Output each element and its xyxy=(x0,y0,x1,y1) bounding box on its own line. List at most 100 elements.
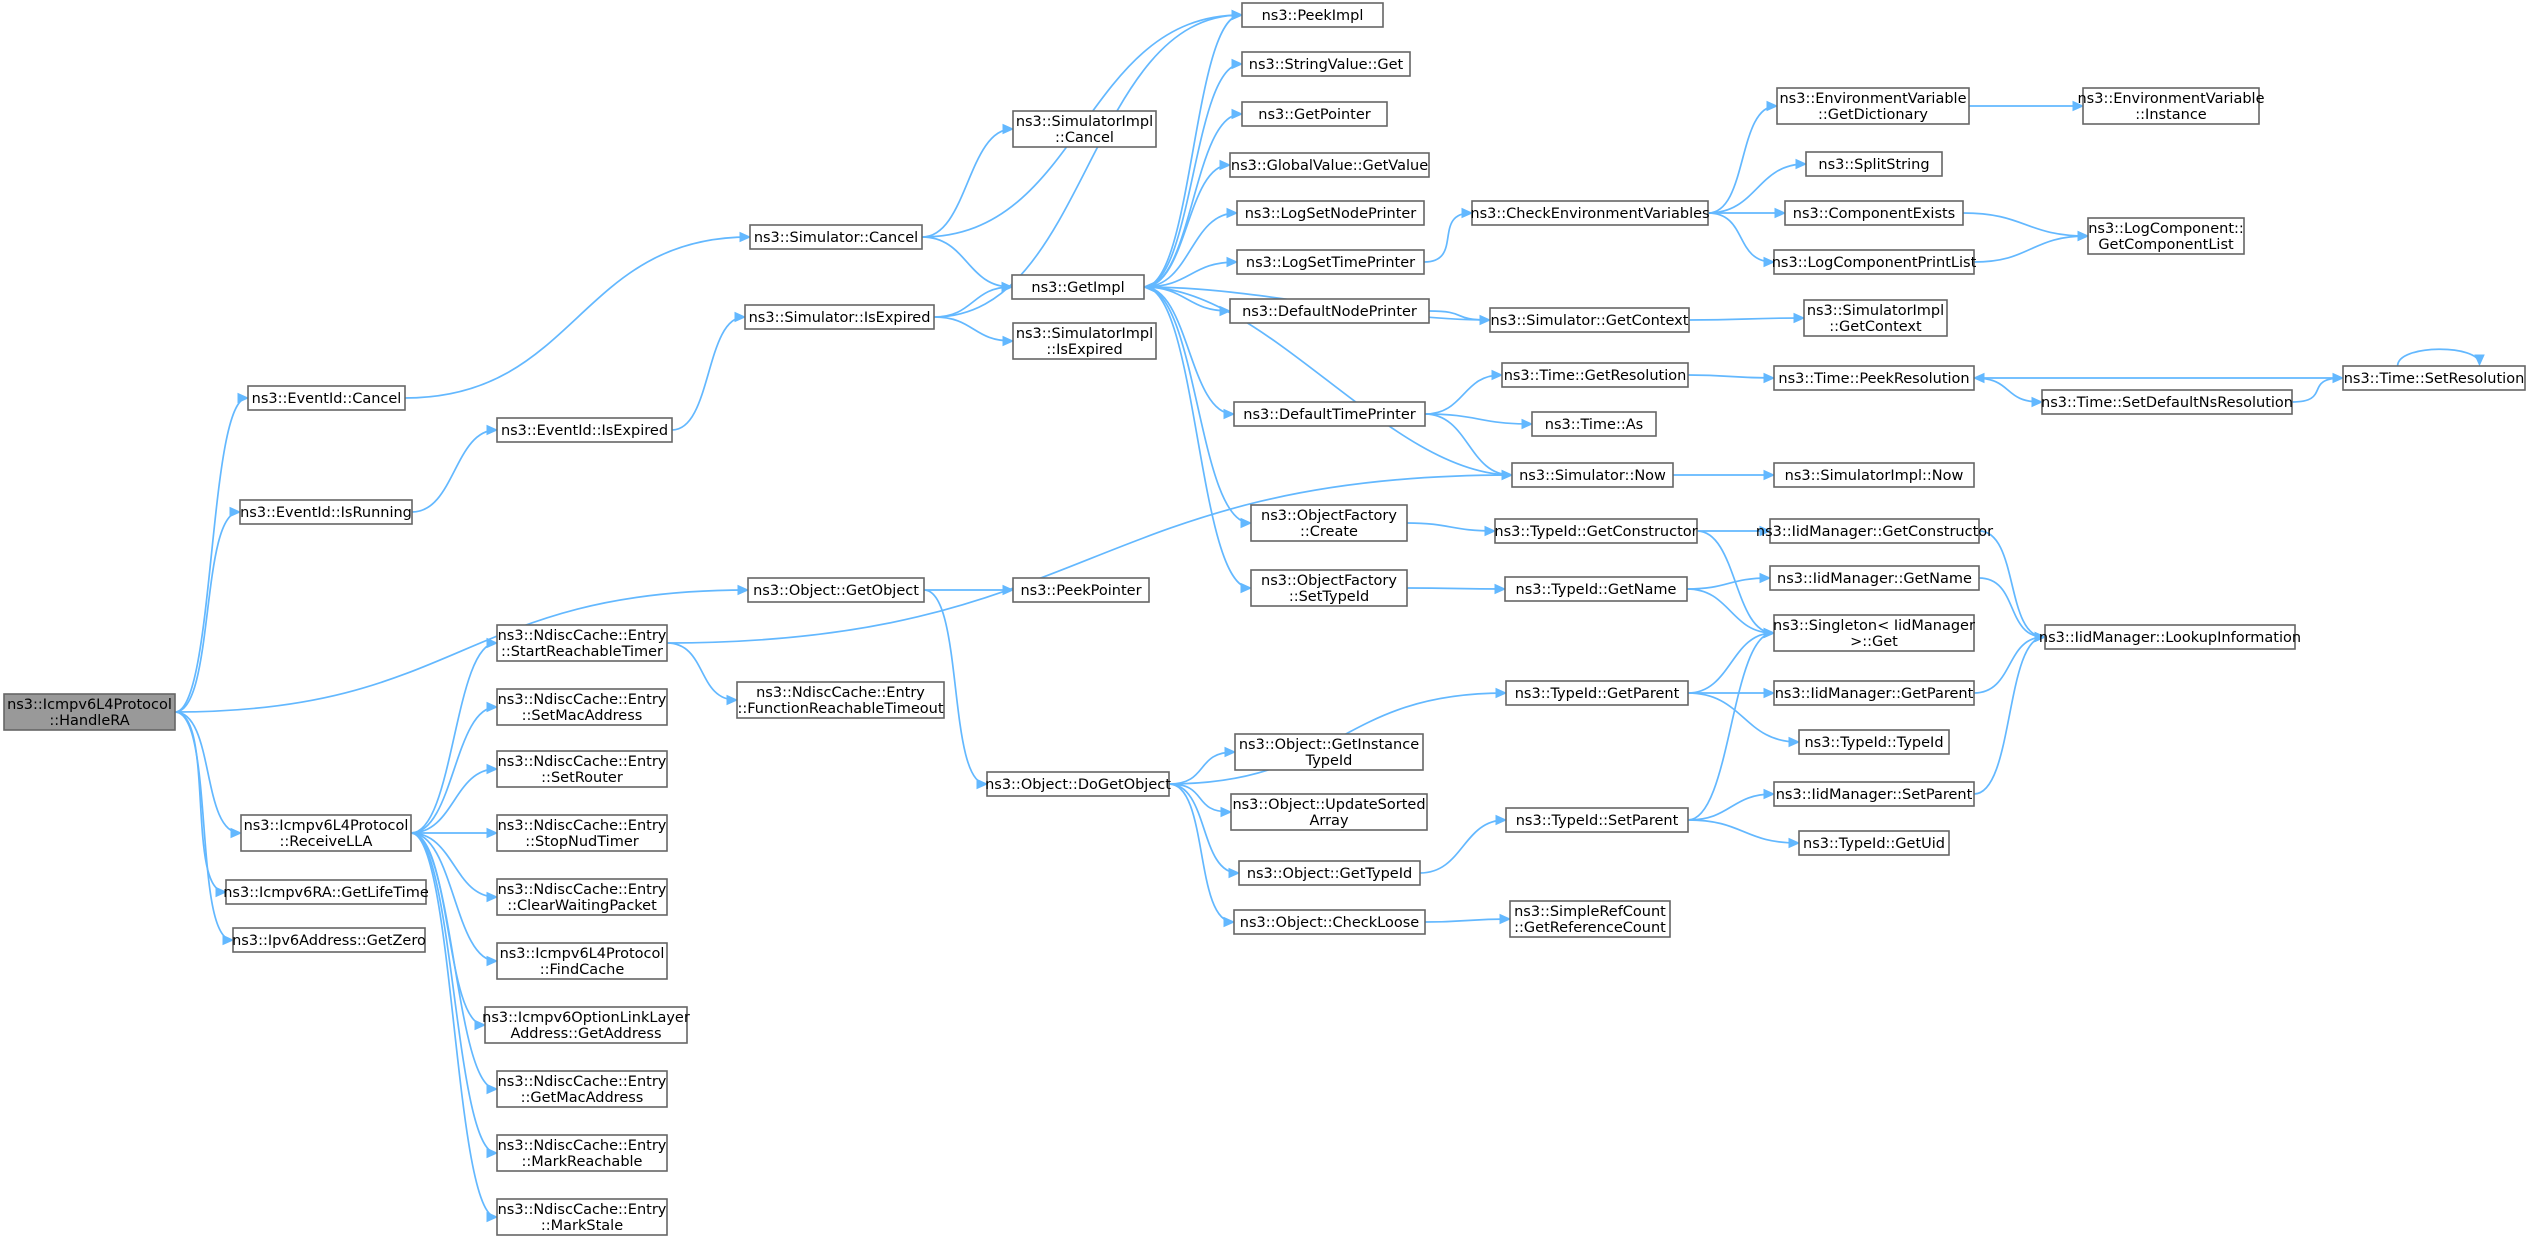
node-envdict[interactable]: ns3::EnvironmentVariable::GetDictionary xyxy=(1776,87,1970,125)
node-objf_settype[interactable]: ns3::ObjectFactory::SetTypeId xyxy=(1250,569,1408,607)
node-singleton[interactable]: ns3::Singleton< IidManager>::Get xyxy=(1773,614,1975,652)
node-defnode[interactable]: ns3::DefaultNodePrinter xyxy=(1229,298,1430,324)
node-deftime[interactable]: ns3::DefaultTimePrinter xyxy=(1233,401,1426,427)
node-nd_stopnud[interactable]: ns3::NdiscCache::Entry::StopNudTimer xyxy=(496,814,668,852)
node-simimpl_cancel[interactable]: ns3::SimulatorImpl::Cancel xyxy=(1012,110,1157,148)
node-iid_lookup[interactable]: ns3::IidManager::LookupInformation xyxy=(2039,624,2301,650)
node-obj_checkloose[interactable]: ns3::Object::CheckLoose xyxy=(1233,909,1426,935)
node-ra_getlifetime[interactable]: ns3::Icmpv6RA::GetLifeTime xyxy=(223,879,429,905)
node-simimpl_now[interactable]: ns3::SimulatorImpl::Now xyxy=(1773,462,1975,488)
node-compexists[interactable]: ns3::ComponentExists xyxy=(1784,200,1964,226)
node-ev_cancel[interactable]: ns3::EventId::Cancel xyxy=(247,385,406,411)
node-label: ns3::SimulatorImpl xyxy=(1807,303,1944,319)
edge-iid_getctor-to-iid_lookup xyxy=(1978,530,2045,638)
edge-iid_getparent-to-iid_lookup xyxy=(1973,636,2045,694)
node-label: ns3::NdiscCache::Entry xyxy=(498,628,667,644)
node-simimpl_isexpired[interactable]: ns3::SimulatorImpl::IsExpired xyxy=(1012,322,1157,360)
node-icmp_findcache[interactable]: ns3::Icmpv6L4Protocol::FindCache xyxy=(496,942,668,980)
node-nd_markreach[interactable]: ns3::NdiscCache::Entry::MarkReachable xyxy=(496,1134,668,1172)
node-time_as[interactable]: ns3::Time::As xyxy=(1531,411,1657,437)
node-box xyxy=(496,814,668,852)
edge-getimpl-to-stringvalue xyxy=(1143,63,1242,288)
edges-layer xyxy=(174,9,2485,1223)
node-peekpointer[interactable]: ns3::PeekPointer xyxy=(1012,577,1150,603)
edge-obj_checkloose-to-refcount xyxy=(1424,918,1510,923)
edge-arrowhead xyxy=(1774,207,1787,219)
node-box xyxy=(1238,860,1421,886)
node-box xyxy=(239,499,413,525)
node-obj_dogetobject[interactable]: ns3::Object::DoGetObject xyxy=(985,771,1171,797)
node-box xyxy=(496,1198,668,1236)
node-box xyxy=(247,385,406,411)
edge-arrowhead xyxy=(1240,582,1253,594)
node-logcomplist[interactable]: ns3::LogComponent::GetComponentList xyxy=(2087,217,2245,255)
node-label: ns3::NdiscCache::Entry xyxy=(498,754,667,770)
node-time_peekres[interactable]: ns3::Time::PeekResolution xyxy=(1773,365,1975,391)
node-iid_getparent[interactable]: ns3::IidManager::GetParent xyxy=(1773,680,1975,706)
node-checkenv[interactable]: ns3::CheckEnvironmentVariables xyxy=(1470,200,1710,226)
node-box xyxy=(1233,909,1426,935)
node-box xyxy=(986,771,1170,797)
node-refcount[interactable]: ns3::SimpleRefCount::GetReferenceCount xyxy=(1509,900,1671,938)
node-time_setres[interactable]: ns3::Time::SetResolution xyxy=(2342,365,2526,391)
node-icmp_optlink[interactable]: ns3::Icmpv6OptionLinkLayerAddress::GetAd… xyxy=(482,1006,690,1044)
node-simimpl_getcontext[interactable]: ns3::SimulatorImpl::GetContext xyxy=(1803,299,1948,337)
node-handlera[interactable]: ns3::Icmpv6L4Protocol::HandleRA xyxy=(3,693,176,731)
node-iid_getctor[interactable]: ns3::IidManager::GetConstructor xyxy=(1756,518,1993,544)
node-label: ns3::NdiscCache::Entry xyxy=(498,818,667,834)
node-obj_gettypeid[interactable]: ns3::Object::GetTypeId xyxy=(1238,860,1421,886)
node-label: ns3::IidManager::SetParent xyxy=(1776,787,1973,803)
edge-arrowhead xyxy=(734,311,747,323)
node-box xyxy=(484,1006,688,1044)
edge-icmp_receivella-to-nd_clearwait xyxy=(410,832,497,898)
node-getpointer[interactable]: ns3::GetPointer xyxy=(1241,101,1388,127)
node-time_getres[interactable]: ns3::Time::GetResolution xyxy=(1501,362,1689,388)
node-typeid_getctor[interactable]: ns3::TypeId::GetConstructor xyxy=(1494,518,1698,544)
node-nd_clearwait[interactable]: ns3::NdiscCache::Entry::ClearWaitingPack… xyxy=(496,878,668,916)
node-logtime[interactable]: ns3::LogSetTimePrinter xyxy=(1236,249,1425,275)
node-ev_isrunning[interactable]: ns3::EventId::IsRunning xyxy=(239,499,413,525)
node-typeid_getuid[interactable]: ns3::TypeId::GetUid xyxy=(1798,830,1950,856)
node-envinst[interactable]: ns3::EnvironmentVariable::Instance xyxy=(2077,87,2265,125)
node-nd_getmac[interactable]: ns3::NdiscCache::Entry::GetMacAddress xyxy=(496,1070,668,1108)
edge-arrowhead xyxy=(1231,58,1244,70)
node-icmp_receivella[interactable]: ns3::Icmpv6L4Protocol::ReceiveLLA xyxy=(240,814,412,852)
node-stringvalue[interactable]: ns3::StringValue::Get xyxy=(1241,51,1411,77)
node-logcompprint[interactable]: ns3::LogComponentPrintList xyxy=(1772,249,1977,275)
node-getimpl[interactable]: ns3::GetImpl xyxy=(1011,274,1145,300)
node-sim_cancel[interactable]: ns3::Simulator::Cancel xyxy=(749,224,923,250)
node-iid_setparent[interactable]: ns3::IidManager::SetParent xyxy=(1773,781,1975,807)
edge-arrowhead xyxy=(229,506,242,518)
node-objf_create[interactable]: ns3::ObjectFactory::Create xyxy=(1250,504,1408,542)
node-sim_now[interactable]: ns3::Simulator::Now xyxy=(1511,462,1674,488)
edge-handlera-to-obj_getobject xyxy=(174,589,748,713)
node-nd_setrouter[interactable]: ns3::NdiscCache::Entry::SetRouter xyxy=(496,750,668,788)
node-time_setdefns[interactable]: ns3::Time::SetDefaultNsResolution xyxy=(2041,389,2293,415)
edge-arrowhead xyxy=(1763,687,1776,699)
node-typeid_setparent[interactable]: ns3::TypeId::SetParent xyxy=(1505,807,1689,833)
node-typeid_getparent[interactable]: ns3::TypeId::GetParent xyxy=(1505,680,1689,706)
node-nd_setmac[interactable]: ns3::NdiscCache::Entry::SetMacAddress xyxy=(496,688,668,726)
node-sim_isexpired[interactable]: ns3::Simulator::IsExpired xyxy=(744,304,935,330)
node-lognode[interactable]: ns3::LogSetNodePrinter xyxy=(1236,200,1425,226)
node-box xyxy=(496,1134,668,1172)
node-typeid_typeid[interactable]: ns3::TypeId::TypeId xyxy=(1798,729,1950,755)
node-nd_startreach[interactable]: ns3::NdiscCache::Entry::StartReachableTi… xyxy=(496,624,668,662)
node-peekimpl[interactable]: ns3::PeekImpl xyxy=(1241,2,1384,28)
node-nd_markstale[interactable]: ns3::NdiscCache::Entry::MarkStale xyxy=(496,1198,668,1236)
node-nd_funcreach[interactable]: ns3::NdiscCache::Entry::FunctionReachabl… xyxy=(736,681,945,719)
node-box xyxy=(2041,389,2293,415)
edge-checkenv-to-logcompprint xyxy=(1707,212,1774,263)
node-obj_getobject[interactable]: ns3::Object::GetObject xyxy=(747,577,925,603)
node-sim_getcontext[interactable]: ns3::Simulator::GetContext xyxy=(1489,307,1690,333)
node-ipv6_getzero[interactable]: ns3::Ipv6Address::GetZero xyxy=(232,927,426,953)
node-label: ns3::NdiscCache::Entry xyxy=(498,882,667,898)
node-typeid_getname[interactable]: ns3::TypeId::GetName xyxy=(1504,576,1688,602)
node-iid_getname[interactable]: ns3::IidManager::GetName xyxy=(1769,565,1980,591)
node-ev_isexpired[interactable]: ns3::EventId::IsExpired xyxy=(496,417,673,443)
node-splitstring[interactable]: ns3::SplitString xyxy=(1805,151,1943,177)
node-globalvalue[interactable]: ns3::GlobalValue::GetValue xyxy=(1229,152,1430,178)
node-label: ::Create xyxy=(1300,524,1358,540)
